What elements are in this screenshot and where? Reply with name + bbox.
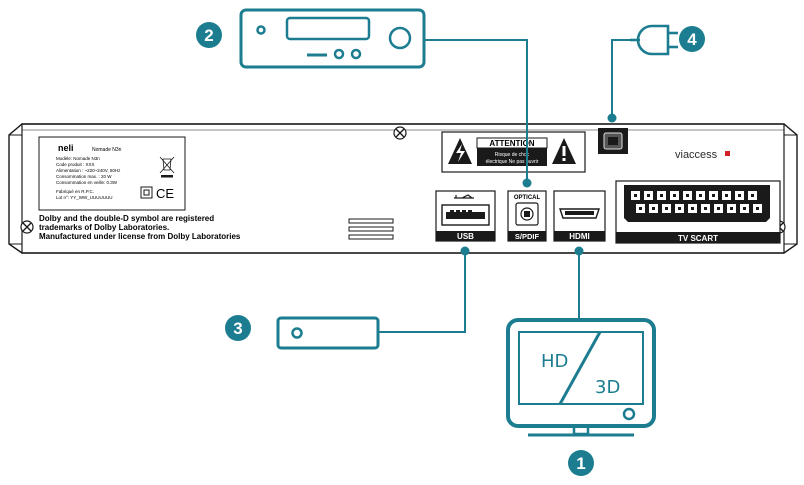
dolby-notice: Dolby and the double-D symbol are regist…	[39, 214, 241, 241]
amplifier-device	[239, 8, 426, 69]
dolby-line-1: Dolby and the double-D symbol are regist…	[39, 214, 214, 223]
attention-title: ATTENTION	[489, 139, 534, 148]
scart-pin-hole	[712, 194, 715, 197]
scart-pin-hole	[660, 194, 663, 197]
cables	[378, 39, 630, 333]
callout-1: 1	[568, 450, 594, 476]
product-label: neli Nomade N3n Modèle: Nomade N3n Code …	[38, 136, 186, 211]
scart-label: TV SCART	[678, 234, 718, 243]
scart-pin-hole	[691, 207, 694, 210]
callout-2: 2	[196, 22, 222, 48]
callout-3: 3	[225, 315, 251, 341]
scart-pin-hole	[634, 194, 637, 197]
weee-bin-icon	[159, 156, 175, 178]
ce-mark: CE	[156, 186, 174, 201]
double-insulation-icon	[140, 186, 153, 199]
screw-icon	[393, 126, 407, 140]
callout-2-number: 2	[204, 26, 213, 45]
label-line-lot: Lot n°: YY_WW_UUUUUUU	[56, 195, 112, 200]
hdmi-label: HDMI	[569, 232, 589, 241]
callout-3-number: 3	[233, 319, 242, 338]
scart-pin-hole	[756, 207, 759, 210]
scart-pin-hole	[647, 194, 650, 197]
cable-usb	[378, 251, 466, 333]
tv-hd-label: HD	[541, 351, 568, 372]
tv-device: HD 3D	[506, 318, 656, 437]
callout-4: 4	[679, 26, 705, 52]
scart-pin-hole	[699, 194, 702, 197]
attention-warning: ATTENTION Risque de choc électrique Ne p…	[441, 131, 586, 173]
viaccess-logo: viaccess	[675, 149, 718, 161]
hdmi-port: HDMI	[553, 190, 606, 242]
callout-4-number: 4	[687, 30, 697, 49]
optical-label: OPTICAL	[514, 195, 541, 201]
cable-power	[611, 39, 630, 118]
scart-pin-hole	[743, 207, 746, 210]
scart-port: TV SCART	[615, 180, 781, 244]
power-inlet	[598, 128, 628, 154]
tv-3d-label: 3D	[595, 377, 620, 398]
scart-pin-hole	[665, 207, 668, 210]
label-line-consumption-standby: Consommation en veille: 0.3W	[56, 180, 118, 185]
attention-line-2: électrique Ne pas ouvrir	[486, 159, 539, 165]
model-name: Nomade N3n	[92, 147, 122, 153]
scart-pin-hole	[652, 207, 655, 210]
dolby-line-3: Manufactured under license from Dolby La…	[39, 232, 241, 241]
scart-pin-hole	[738, 194, 741, 197]
optical-port: OPTICAL S/PDIF	[507, 190, 547, 242]
scart-pin-hole	[639, 207, 642, 210]
scart-pin-hole	[678, 207, 681, 210]
vent-slots	[348, 218, 394, 240]
usb-port: USB	[435, 190, 496, 242]
viaccess-dot	[725, 151, 730, 156]
scart-pin-hole	[717, 207, 720, 210]
cable-optical	[424, 39, 528, 183]
connector-dot	[607, 113, 617, 123]
scart-pin-hole	[730, 207, 733, 210]
label-line-power: Alimentation : ~220~240V, 50Hz	[56, 168, 121, 173]
usb-label: USB	[457, 232, 474, 241]
label-line-code: Code produit : XXX	[56, 162, 95, 167]
screw-icon	[20, 220, 34, 234]
dolby-line-2: trademarks of Dolby Laboratories.	[39, 223, 169, 232]
attention-line-1: Risque de choc	[495, 152, 530, 158]
label-line-consumption-max: Consommation max. : 20 W	[56, 174, 112, 179]
scart-pin-hole	[686, 194, 689, 197]
scart-pin-hole	[704, 207, 707, 210]
power-plug-icon	[630, 24, 678, 56]
connector-dot	[522, 178, 532, 188]
scart-pin-hole	[751, 194, 754, 197]
label-line-model: Modèle: Nomade N3n	[56, 156, 100, 161]
usb-stick-device	[276, 316, 380, 350]
connector-dot	[460, 246, 470, 256]
connector-dot	[574, 246, 584, 256]
scart-pin-hole	[673, 194, 676, 197]
brand-logo: neli	[58, 143, 74, 153]
label-line-made-in: Fabriqué en R.P.C.	[56, 189, 94, 194]
scart-pin-hole	[725, 194, 728, 197]
usb-icon	[454, 194, 474, 199]
callout-1-number: 1	[576, 454, 585, 473]
spdif-label: S/PDIF	[515, 232, 540, 241]
